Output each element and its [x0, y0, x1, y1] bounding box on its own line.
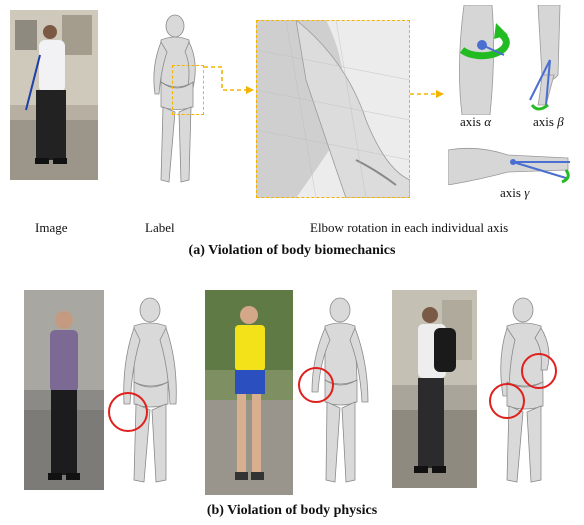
label-label: Label [145, 220, 175, 236]
axis-alpha-symbol: α [484, 114, 491, 129]
axis-alpha-view [452, 5, 512, 115]
axis-gamma-symbol: γ [524, 185, 529, 200]
highlight-box [172, 65, 204, 115]
label-image: Image [35, 220, 67, 236]
violation-circle [489, 383, 525, 419]
violation-circle [521, 353, 557, 389]
axis-beta-view [520, 5, 570, 115]
axis-gamma-prefix: axis [500, 185, 524, 200]
axis-alpha-label: axis α [460, 114, 491, 130]
photo-person-1 [24, 290, 104, 490]
connector-arrow [204, 65, 256, 97]
axis-beta-prefix: axis [533, 114, 557, 129]
violation-circle [108, 392, 148, 432]
zoom-box [256, 20, 410, 198]
connector-arrow [410, 88, 446, 100]
caption-a: (a) Violation of body biomechanics [0, 243, 584, 259]
photo-person-3 [392, 290, 477, 488]
axis-gamma-view [448, 140, 576, 185]
caption-b: (b) Violation of body physics [0, 503, 584, 519]
mesh-person-1 [108, 292, 188, 492]
axis-gamma-label: axis γ [500, 185, 529, 201]
photo-walking-person [10, 10, 98, 180]
label-elbow-rotation: Elbow rotation in each individual axis [310, 220, 508, 236]
axis-beta-symbol: β [557, 114, 563, 129]
axis-beta-label: axis β [533, 114, 564, 130]
axis-alpha-prefix: axis [460, 114, 484, 129]
violation-circle [298, 367, 334, 403]
photo-person-2 [205, 290, 293, 495]
